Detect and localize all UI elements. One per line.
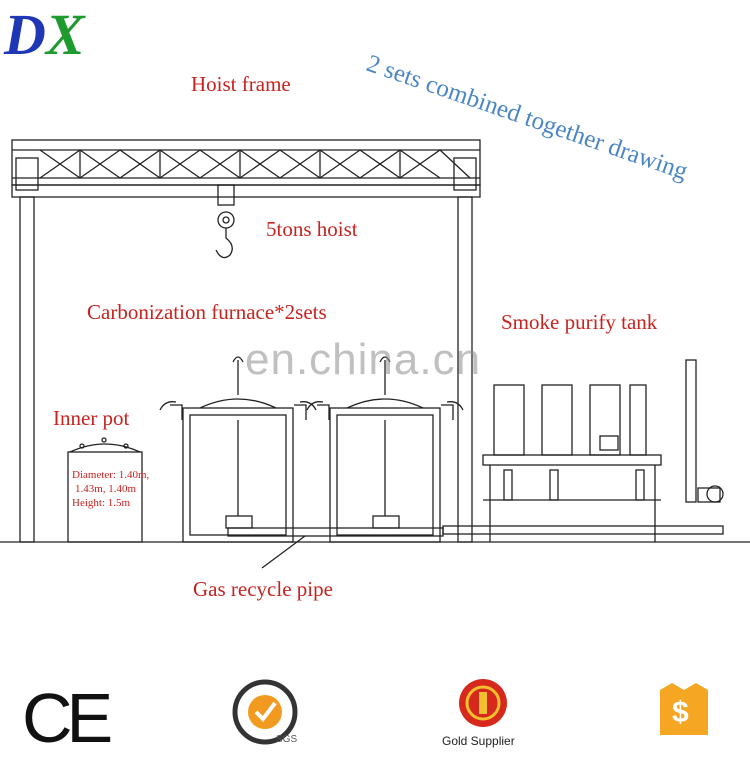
- sgs-badge: [232, 679, 298, 745]
- gold-supplier-label: Gold Supplier: [442, 734, 515, 748]
- dollar-icon: $: [672, 696, 689, 729]
- hoist-hook: [215, 184, 235, 259]
- label-smoke-tank: Smoke purify tank: [501, 310, 658, 334]
- sgs-label: SGS: [276, 734, 298, 745]
- dollar-badge: [660, 683, 708, 735]
- label-furnace: Carbonization furnace*2sets: [87, 300, 327, 324]
- gas-recycle-pipe: [227, 525, 724, 569]
- furnace-1: [159, 356, 317, 543]
- label-hoist: 5tons hoist: [266, 217, 358, 241]
- pot-spec-line-2: 1.43m, 1.40m: [75, 483, 137, 495]
- pot-spec-line-1: Diameter: 1.40m,: [72, 469, 150, 481]
- smoke-purify-tank: [482, 359, 724, 542]
- ce-mark: CE: [22, 679, 113, 757]
- watermark: en.china.cn: [245, 335, 482, 384]
- pot-spec-line-3: Height: 1.5m: [72, 497, 131, 509]
- label-gas-pipe: Gas recycle pipe: [193, 577, 333, 601]
- dx-logo: DX: [4, 0, 85, 70]
- gold-supplier-badge: [459, 679, 507, 727]
- label-hoist-frame: Hoist frame: [191, 72, 291, 96]
- label-inner-pot: Inner pot: [53, 406, 130, 430]
- logo-letter-x: X: [45, 2, 85, 67]
- logo-letter-d: D: [4, 2, 46, 67]
